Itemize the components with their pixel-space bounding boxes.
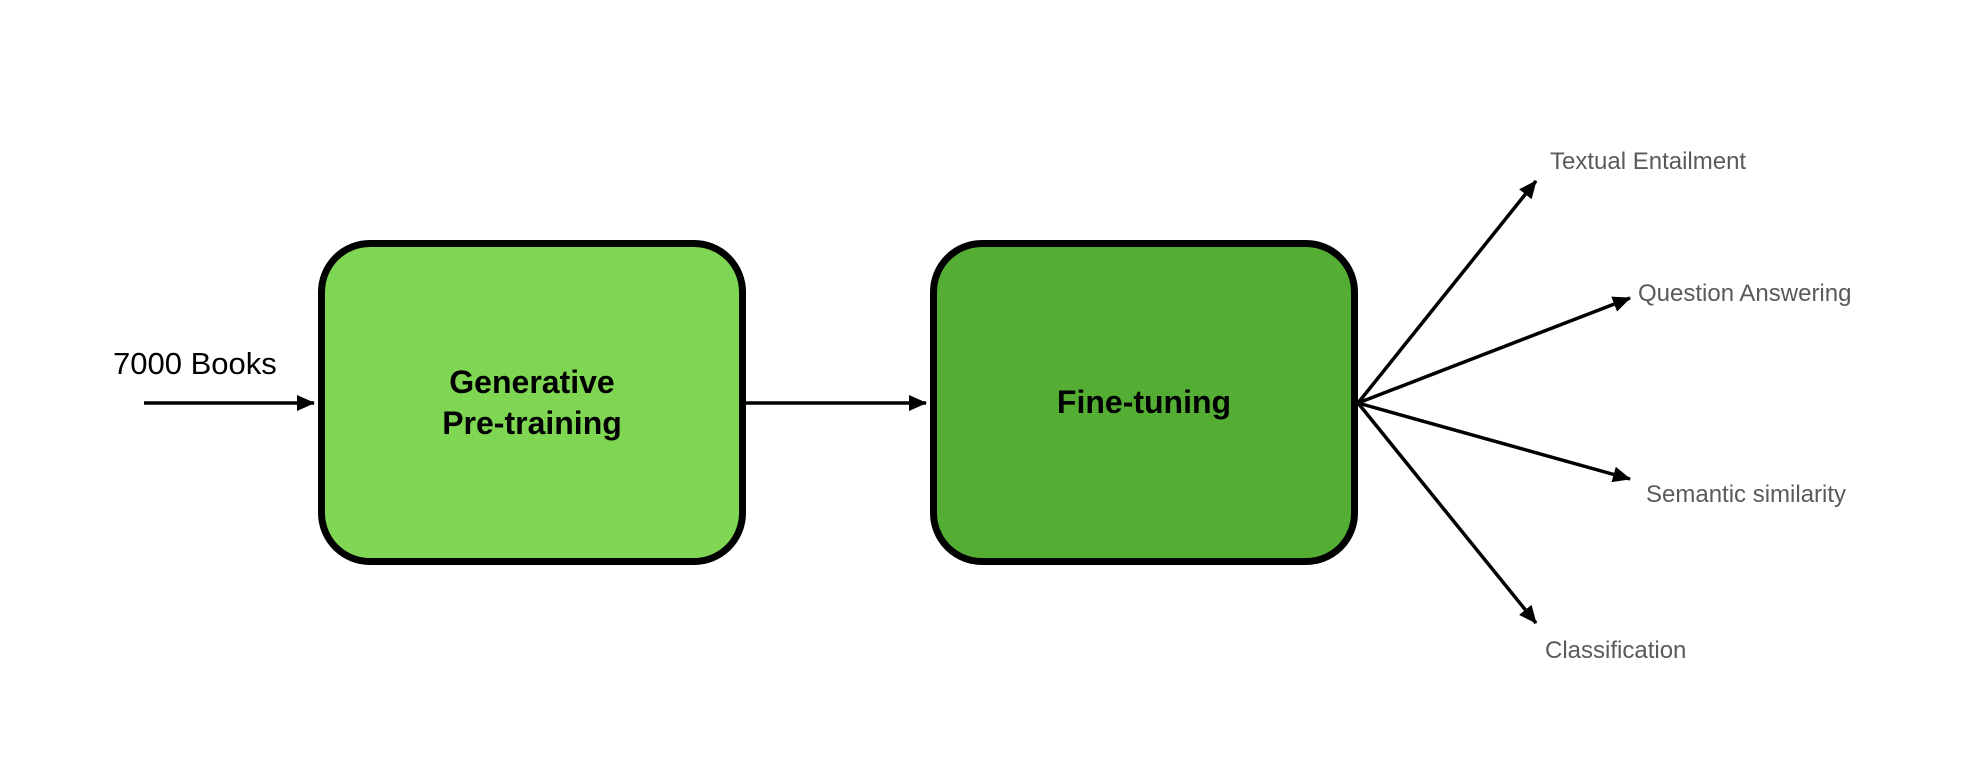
output-arrow-textual-entailment (1356, 179, 1538, 405)
finetuning-label: Fine-tuning (1056, 384, 1232, 420)
output-label-classification: Classification (1545, 637, 1687, 664)
output-label-semantic-similarity: Semantic similarity (1646, 481, 1847, 508)
output-label-question-answering: Question Answering (1638, 280, 1852, 307)
pretraining-label: Generative Pre-training (442, 363, 622, 441)
output-arrow-semantic-similarity (1357, 401, 1631, 483)
output-arrow-classification (1356, 401, 1538, 625)
output-label-textual-entailment: Textual Entailment (1550, 148, 1747, 175)
input-label: 7000 Books (113, 346, 277, 381)
pretraining-box: Generative Pre-training (318, 240, 746, 565)
finetuning-box: Fine-tuning (930, 240, 1358, 565)
output-arrow-question-answering (1357, 296, 1631, 405)
